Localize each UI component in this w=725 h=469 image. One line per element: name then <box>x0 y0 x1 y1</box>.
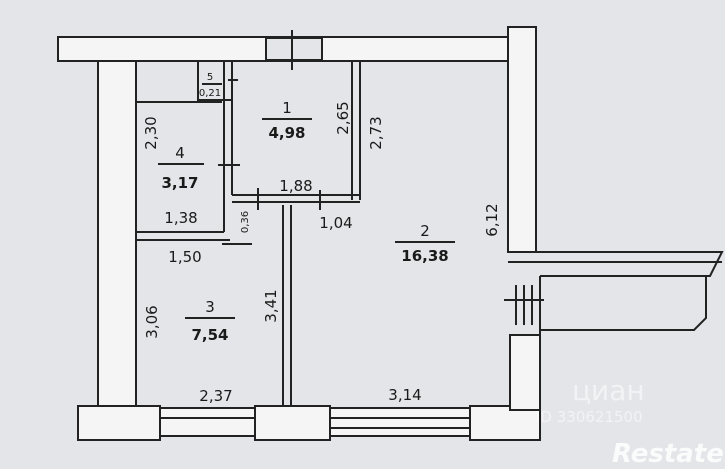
right-wall-lower <box>509 334 541 411</box>
room-1-area: 4,98 <box>268 124 305 142</box>
dim-2-73: 2,73 <box>367 116 385 149</box>
room-4-number: 4 <box>175 144 185 162</box>
bottom-wall-right <box>469 405 541 441</box>
window-right <box>329 407 471 437</box>
cian-watermark: циан ID 330621500 <box>536 374 645 426</box>
dim-1-38: 1,38 <box>164 209 197 227</box>
room-4-area: 3,17 <box>161 174 198 192</box>
cian-id: ID 330621500 <box>536 408 643 426</box>
room-2-number: 2 <box>420 222 430 240</box>
dim-0-36: 0,36 <box>240 211 251 233</box>
bottom-wall-middle <box>254 405 331 441</box>
bottom-wall-left <box>77 405 161 441</box>
restate-watermark: Restate <box>612 439 724 469</box>
window-left <box>159 407 256 437</box>
dim-3-14: 3,14 <box>388 386 421 404</box>
balcony-rail <box>540 275 707 331</box>
top-doorway <box>265 37 323 61</box>
room-5-number: 5 <box>207 72 213 83</box>
room-3-area: 7,54 <box>191 326 228 344</box>
room-3-number: 3 <box>205 298 215 316</box>
restate-brand: Restate <box>612 439 724 469</box>
dim-3-41: 3,41 <box>262 289 280 322</box>
cian-brand: циан <box>572 374 645 407</box>
right-wall-upper <box>507 26 537 253</box>
dim-1-50: 1,50 <box>168 248 201 266</box>
dim-2-30: 2,30 <box>142 116 160 149</box>
dim-1-04: 1,04 <box>319 214 352 232</box>
dim-6-12: 6,12 <box>483 203 501 236</box>
room-1-number: 1 <box>282 99 292 117</box>
dim-1-88: 1,88 <box>279 177 312 195</box>
dim-2-65: 2,65 <box>334 101 352 134</box>
room-5-area: 0,21 <box>199 88 221 99</box>
dim-3-06: 3,06 <box>143 305 161 338</box>
room-2-area: 16,38 <box>401 247 448 265</box>
dim-2-37: 2,37 <box>199 387 232 405</box>
left-wall <box>97 60 137 407</box>
